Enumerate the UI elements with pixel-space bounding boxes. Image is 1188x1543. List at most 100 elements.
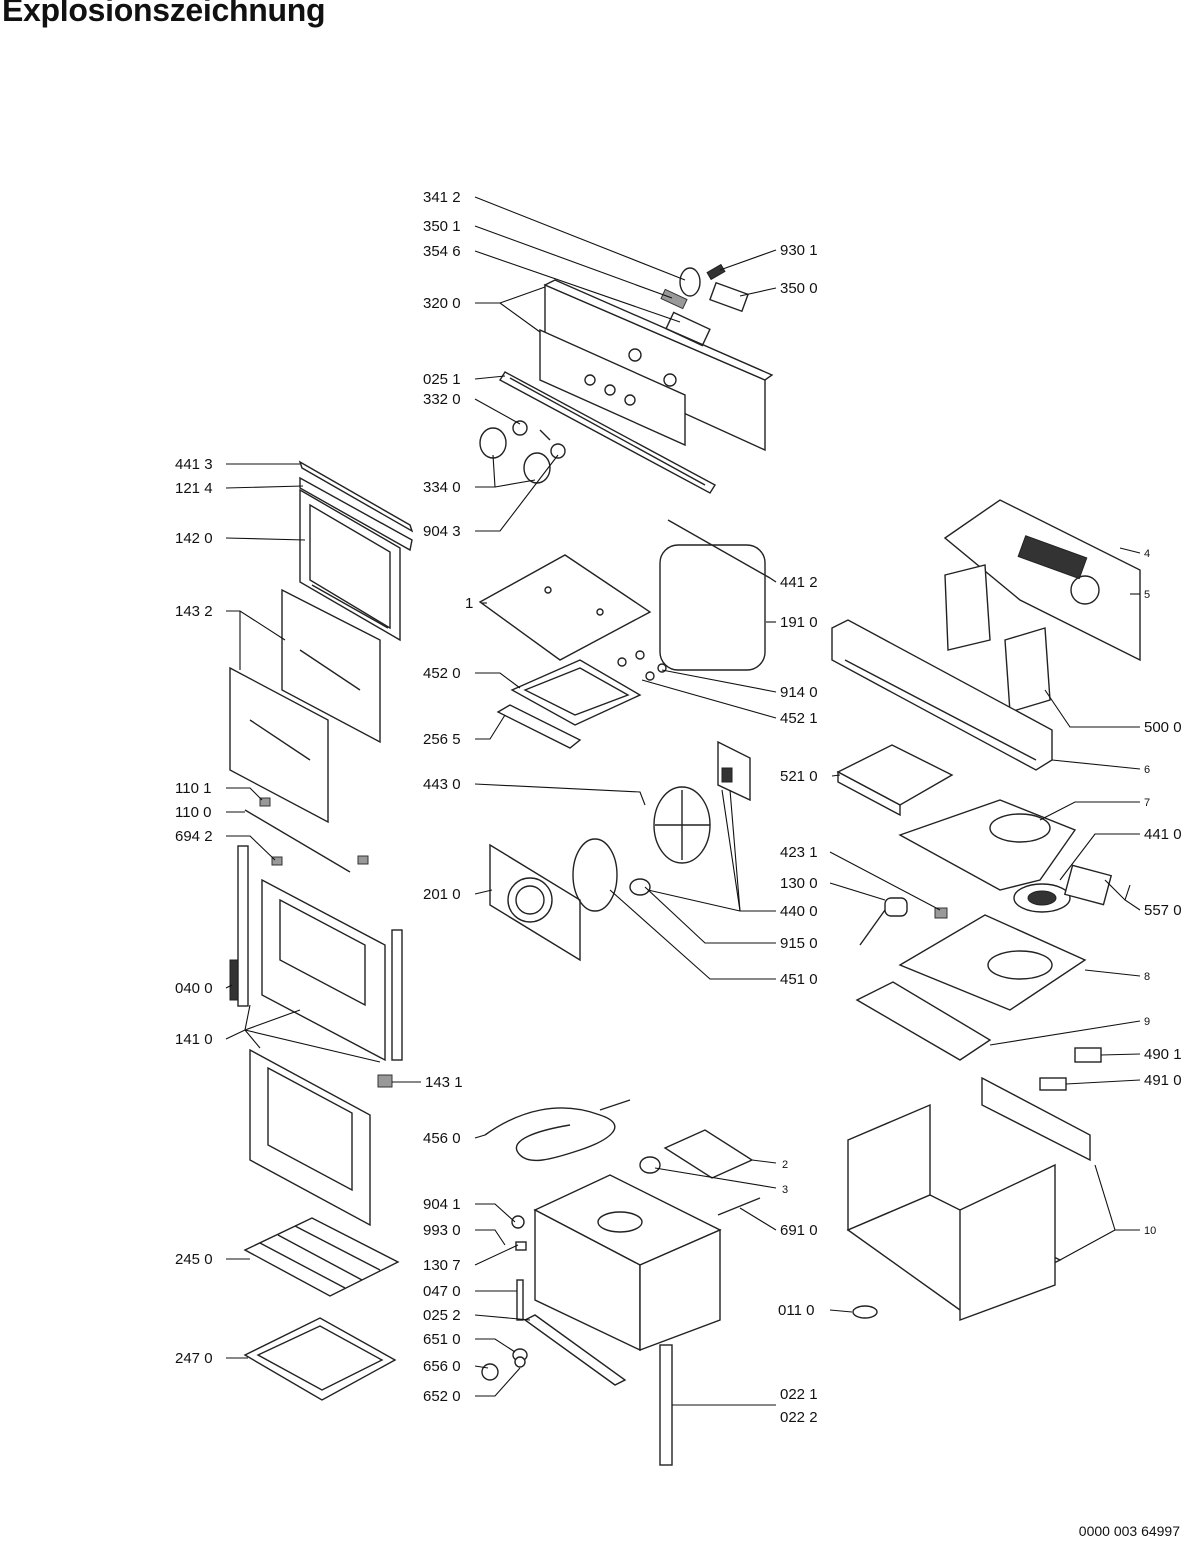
label-3: 3 <box>782 1184 788 1196</box>
circular-element <box>572 838 618 912</box>
label-191-0: 191 0 <box>780 614 818 631</box>
label-9: 9 <box>1144 1016 1150 1028</box>
grill-deflector <box>496 704 582 749</box>
label-694-2: 694 2 <box>175 828 213 845</box>
leader-lines <box>225 196 1141 1406</box>
label-521-0: 521 0 <box>780 768 818 785</box>
convection-fan <box>629 786 711 896</box>
label-4: 4 <box>1144 548 1150 560</box>
label-1: 1 <box>465 595 473 612</box>
label-247-0: 247 0 <box>175 1350 213 1367</box>
panel-support-rail <box>499 371 716 494</box>
label-8: 8 <box>1144 971 1150 983</box>
label-047-0: 047 0 <box>423 1283 461 1300</box>
label-110-1: 110 1 <box>175 780 211 797</box>
label-2: 2 <box>782 1159 788 1171</box>
label-022-1: 022 1 <box>780 1386 818 1403</box>
label-341-2: 341 2 <box>423 189 461 206</box>
grill-element <box>510 650 667 726</box>
fan-housing-plate <box>898 799 1077 891</box>
label-914-0: 914 0 <box>780 684 818 701</box>
label-142-0: 142 0 <box>175 530 213 547</box>
part-labels: 341 2 350 1 354 6 930 1 350 0 320 0 025 … <box>175 189 1182 1426</box>
label-451-0: 451 0 <box>780 971 818 988</box>
baking-tray <box>243 1317 397 1401</box>
oven-door <box>229 845 403 1088</box>
label-121-4: 121 4 <box>175 480 213 497</box>
label-141-0: 141 0 <box>175 1031 213 1048</box>
oven-cavity <box>533 1174 722 1352</box>
label-350-1: 350 1 <box>423 218 461 235</box>
label-915-0: 915 0 <box>780 935 818 952</box>
label-7: 7 <box>1144 797 1150 809</box>
label-5: 5 <box>1144 589 1150 601</box>
label-423-1: 423 1 <box>780 844 818 861</box>
label-491-0: 491 0 <box>1144 1072 1182 1089</box>
heater-bracket <box>639 1129 754 1179</box>
cavity-front-rail <box>523 1314 627 1386</box>
fan-motor <box>717 740 751 802</box>
label-452-1: 452 1 <box>780 710 818 727</box>
label-245-0: 245 0 <box>175 1251 213 1268</box>
label-930-1: 930 1 <box>780 242 818 259</box>
thermostat-probe <box>859 897 948 946</box>
label-130-0: 130 0 <box>780 875 818 892</box>
relay-board <box>836 744 954 817</box>
label-443-0: 443 0 <box>423 776 461 793</box>
label-691-0: 691 0 <box>780 1222 818 1239</box>
label-110-0: 110 0 <box>175 804 211 821</box>
cooling-duct <box>898 914 1087 1011</box>
top-cover-plate <box>943 499 1141 662</box>
knobs <box>479 420 566 484</box>
label-6: 6 <box>1144 764 1150 776</box>
electronics-modules <box>944 564 1051 713</box>
label-025-1: 025 1 <box>423 371 461 388</box>
label-441-0: 441 0 <box>1144 826 1182 843</box>
document-number: 0000 003 64997 <box>1078 1523 1180 1539</box>
label-143-2: 143 2 <box>175 603 213 620</box>
label-440-0: 440 0 <box>780 903 818 920</box>
foot <box>852 1305 878 1319</box>
page-title: Explosionszeichnung <box>2 0 326 28</box>
label-332-0: 332 0 <box>423 391 461 408</box>
label-011-0: 011 0 <box>778 1302 814 1319</box>
door-inner-frame <box>299 488 401 642</box>
door-seal <box>659 519 771 671</box>
label-452-0: 452 0 <box>423 665 461 682</box>
label-500-0: 500 0 <box>1144 719 1182 736</box>
hinge-parts <box>244 797 369 873</box>
cavity-top-plate <box>478 554 652 661</box>
label-557-0: 557 0 <box>1144 902 1182 919</box>
label-130-7: 130 7 <box>423 1257 461 1274</box>
bottom-heater <box>484 1099 631 1162</box>
oven-housing <box>846 1076 1091 1322</box>
timer-dial <box>660 263 749 313</box>
label-993-0: 993 0 <box>423 1222 461 1239</box>
label-025-2: 025 2 <box>423 1307 461 1324</box>
label-334-0: 334 0 <box>423 479 461 496</box>
label-456-0: 456 0 <box>423 1130 461 1147</box>
label-201-0: 201 0 <box>423 886 461 903</box>
door-glass-panes <box>229 588 381 824</box>
label-350-0: 350 0 <box>780 280 818 297</box>
cooling-fan <box>1013 883 1071 913</box>
door-outer-glass <box>249 1048 371 1227</box>
label-490-1: 490 1 <box>1144 1046 1182 1063</box>
door-top-profile <box>298 460 414 552</box>
label-652-0: 652 0 <box>423 1388 461 1405</box>
wire-rack <box>243 1217 400 1297</box>
door-switches <box>1039 864 1113 1091</box>
label-10: 10 <box>1144 1225 1156 1237</box>
label-256-5: 256 5 <box>423 731 461 748</box>
label-904-3: 904 3 <box>423 523 461 540</box>
label-022-2: 022 2 <box>780 1409 818 1426</box>
control-panel <box>539 279 774 452</box>
label-354-6: 354 6 <box>423 243 461 260</box>
label-441-2: 441 2 <box>780 574 818 591</box>
rear-fan-cover <box>489 843 581 962</box>
label-441-3: 441 3 <box>175 456 213 473</box>
label-320-0: 320 0 <box>423 295 461 312</box>
lamp-parts <box>481 1197 761 1381</box>
label-904-1: 904 1 <box>423 1196 461 1213</box>
